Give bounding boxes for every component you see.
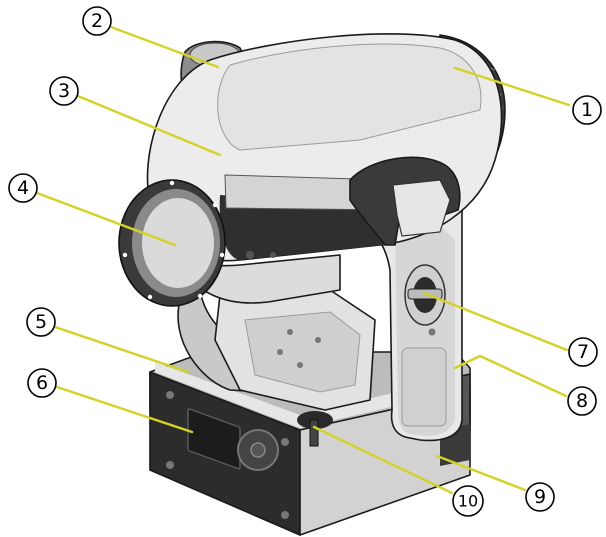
callout-5: 5 — [26, 307, 56, 337]
callout-2: 2 — [82, 6, 112, 36]
callout-5-label: 5 — [35, 311, 47, 333]
callout-6-label: 6 — [36, 372, 48, 394]
callout-10-label: 10 — [458, 492, 478, 511]
screw — [166, 461, 174, 469]
leader-line-6 — [55, 385, 194, 434]
callouts: 1 2 3 4 5 6 7 8 — [8, 6, 602, 517]
screw — [281, 438, 289, 446]
side-screw — [246, 251, 254, 259]
side-screw — [270, 252, 276, 258]
bolt — [287, 329, 293, 335]
pan-lock[interactable] — [309, 419, 319, 447]
leader-line-9 — [435, 454, 527, 492]
callout-3: 3 — [49, 76, 79, 106]
callout-7: 7 — [568, 337, 598, 367]
lens-ring-screws — [122, 180, 225, 300]
callout-8-label: 8 — [576, 390, 588, 412]
callout-7-label: 7 — [577, 341, 589, 363]
callout-10: 10 — [452, 485, 484, 517]
yoke-bowl-floor — [244, 311, 361, 393]
bolt — [428, 328, 436, 336]
leader-line-2 — [109, 25, 220, 69]
bolt — [315, 337, 321, 343]
bolt — [277, 349, 283, 355]
head-top-cover — [217, 43, 482, 151]
callout-4-label: 4 — [17, 177, 29, 199]
yoke-arm-panel — [401, 347, 447, 427]
callout-4: 4 — [8, 173, 38, 203]
callout-6: 6 — [27, 368, 57, 398]
bolt — [297, 362, 303, 368]
callout-9-label: 9 — [534, 486, 546, 508]
leader-line-1 — [453, 66, 571, 107]
callout-2-label: 2 — [91, 10, 103, 32]
leader-line-10 — [312, 425, 454, 495]
callout-1: 1 — [572, 95, 602, 125]
screw — [166, 391, 174, 399]
leader-line-4 — [35, 191, 177, 247]
leader-line-3 — [76, 94, 222, 157]
screw — [281, 511, 289, 519]
head — [146, 33, 506, 304]
leader-line-7 — [422, 291, 569, 352]
callout-1-label: 1 — [581, 99, 593, 121]
callout-8: 8 — [567, 386, 597, 416]
callout-9: 9 — [525, 482, 555, 512]
callout-3-label: 3 — [58, 80, 70, 102]
control-pad-center[interactable] — [250, 442, 266, 458]
yoke-cap-handle — [392, 179, 451, 237]
front-lens — [142, 198, 214, 288]
head-side-band — [219, 195, 385, 260]
leader-line-5 — [53, 325, 190, 374]
leader-line-8 — [453, 354, 568, 398]
front-lens-assembly — [118, 179, 226, 307]
leader-lines — [35, 25, 571, 495]
